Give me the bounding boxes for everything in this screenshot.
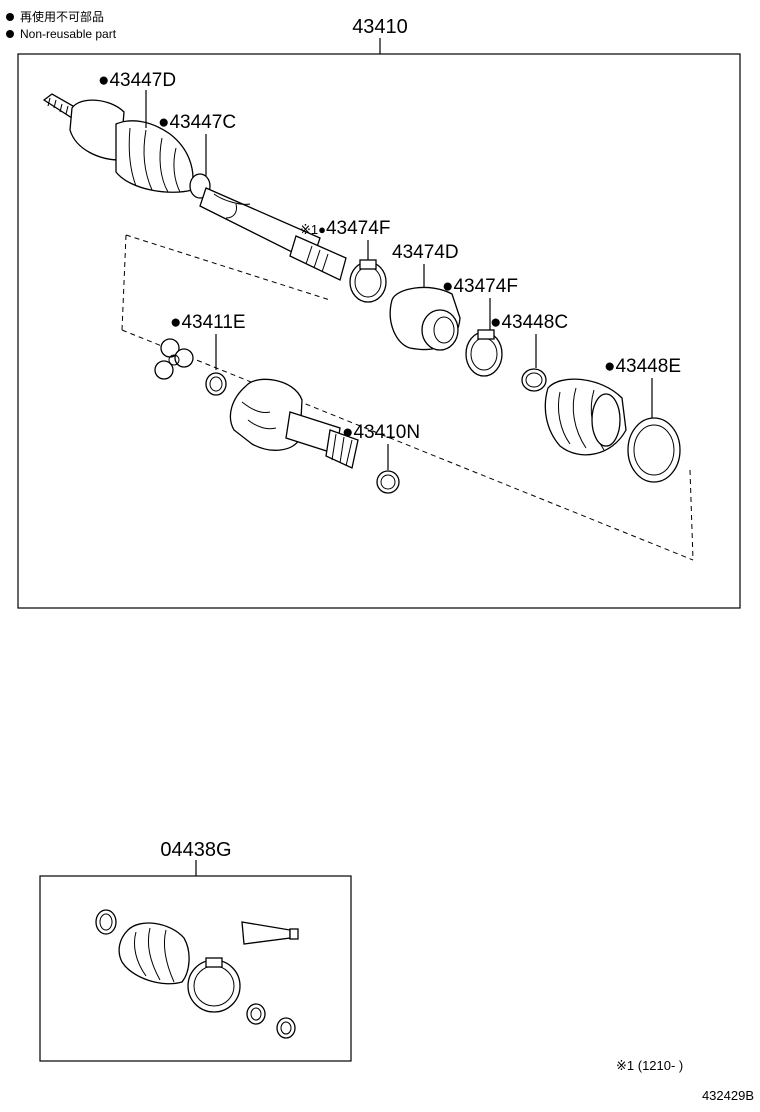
inner-joint-outline-bottom bbox=[121, 329, 694, 561]
boot-clamp-43448e[interactable] bbox=[627, 417, 681, 483]
clamp-tab-icon bbox=[359, 259, 377, 270]
bullet-icon bbox=[6, 30, 14, 38]
assembly-kit-number[interactable]: 04438G bbox=[160, 839, 231, 861]
tripod-joint[interactable] bbox=[154, 338, 194, 380]
callout-43448c[interactable]: ●43448C bbox=[490, 312, 568, 333]
legend-text-jp: 再使用不可部品 bbox=[20, 10, 105, 24]
kit-boot-clamp-small[interactable] bbox=[95, 909, 117, 935]
assembly-kit-frame bbox=[39, 875, 352, 1062]
footnote: ※1 (1210- ) bbox=[616, 1058, 683, 1073]
shaft-spline-end bbox=[289, 235, 347, 281]
callout-43448e[interactable]: ●43448E bbox=[604, 356, 681, 377]
legend-non-reusable-jp: 再使用不可部品 bbox=[6, 10, 104, 24]
callout-43447d[interactable]: ●43447D bbox=[98, 70, 176, 91]
callout-43474f-upper[interactable]: ※1●43474F bbox=[300, 218, 390, 239]
assembly-main-frame bbox=[17, 53, 741, 609]
clamp-tab-icon bbox=[477, 329, 495, 340]
kit-snap-ring-1[interactable] bbox=[246, 1003, 266, 1025]
kit-boot-clamp-large[interactable] bbox=[187, 957, 241, 1013]
inner-joint-outline-left bbox=[121, 234, 127, 331]
inner-joint-housing[interactable] bbox=[229, 378, 359, 469]
callout-43410n[interactable]: ●43410N bbox=[342, 422, 420, 443]
bullet-icon bbox=[6, 13, 14, 21]
kit-boot[interactable] bbox=[118, 922, 190, 985]
legend-non-reusable-en: Non-reusable part bbox=[6, 27, 116, 41]
boot-clamp-43448c[interactable] bbox=[521, 368, 547, 392]
damper-bore bbox=[421, 309, 459, 351]
snap-ring-43411e[interactable] bbox=[205, 372, 227, 396]
inner-boot-open-end bbox=[591, 393, 621, 447]
legend-text-en: Non-reusable part bbox=[20, 27, 117, 41]
outer-cv-joint[interactable] bbox=[42, 93, 347, 281]
snap-ring-43410n[interactable] bbox=[376, 470, 400, 494]
callout-43474d[interactable]: 43474D bbox=[392, 242, 459, 263]
callout-43447c[interactable]: ●43447C bbox=[158, 112, 236, 133]
callout-43474f-lower[interactable]: ●43474F bbox=[442, 276, 518, 297]
kit-snap-ring-2[interactable] bbox=[276, 1017, 296, 1039]
kit-grease-tube[interactable] bbox=[241, 921, 299, 945]
assembly-main-number[interactable]: 43410 bbox=[352, 16, 408, 38]
figure-id: 432429B bbox=[702, 1088, 754, 1103]
callout-43411e[interactable]: ●43411E bbox=[170, 312, 246, 333]
inner-joint-outline-right bbox=[689, 469, 694, 561]
